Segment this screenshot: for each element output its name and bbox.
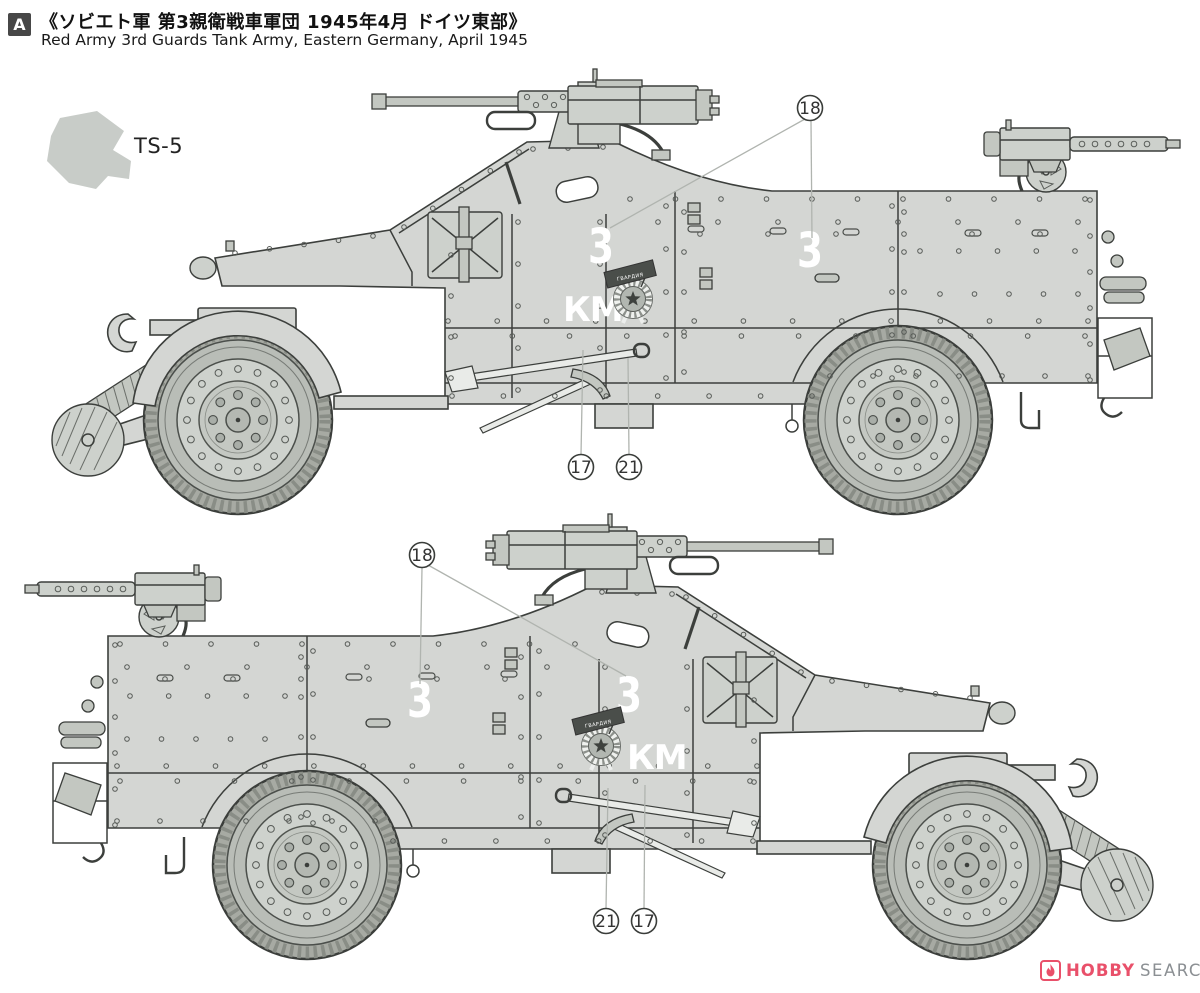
callout-21-vehicle-2: 21 — [592, 787, 620, 935]
callout-18-vehicle-1: 18 — [609, 94, 824, 239]
turret-number-1: 3 — [588, 220, 614, 276]
svg-text:17: 17 — [570, 458, 592, 478]
section-marker-a: A — [8, 13, 31, 36]
svg-text:18: 18 — [799, 99, 821, 119]
header: A 《ソビエト軍 第3親衛戦車軍団 1945年4月 ドイツ東部》 Red Arm… — [0, 0, 1200, 60]
svg-text:17: 17 — [633, 912, 655, 932]
brand-primary: HOBBY — [1066, 961, 1136, 980]
watermark-logo: HOBBY SEARCH — [1040, 960, 1200, 981]
vehicle-1-markings: 3 3 КМ — [563, 220, 823, 330]
callout-17-vehicle-2: 17 — [630, 784, 658, 935]
svg-text:21: 21 — [618, 458, 640, 478]
callout-17-vehicle-1: 17 — [567, 349, 595, 481]
title-english: Red Army 3rd Guards Tank Army, Eastern G… — [41, 31, 528, 49]
title-japanese: 《ソビエト軍 第3親衛戦車軍団 1945年4月 ドイツ東部》 — [40, 12, 527, 33]
paint-splash-ts5 — [47, 111, 131, 189]
svg-text:21: 21 — [595, 912, 617, 932]
svg-text:18: 18 — [411, 546, 433, 566]
turret-number-2: 3 — [797, 224, 823, 280]
flame-icon — [1040, 960, 1061, 981]
brand-secondary: SEARCH — [1140, 961, 1200, 980]
callout-18-vehicle-2: 18 — [408, 541, 627, 685]
paint-code-label: TS-5 — [134, 134, 184, 158]
callout-21-vehicle-1: 21 — [615, 357, 643, 481]
tactical-code: КМ — [627, 738, 687, 778]
